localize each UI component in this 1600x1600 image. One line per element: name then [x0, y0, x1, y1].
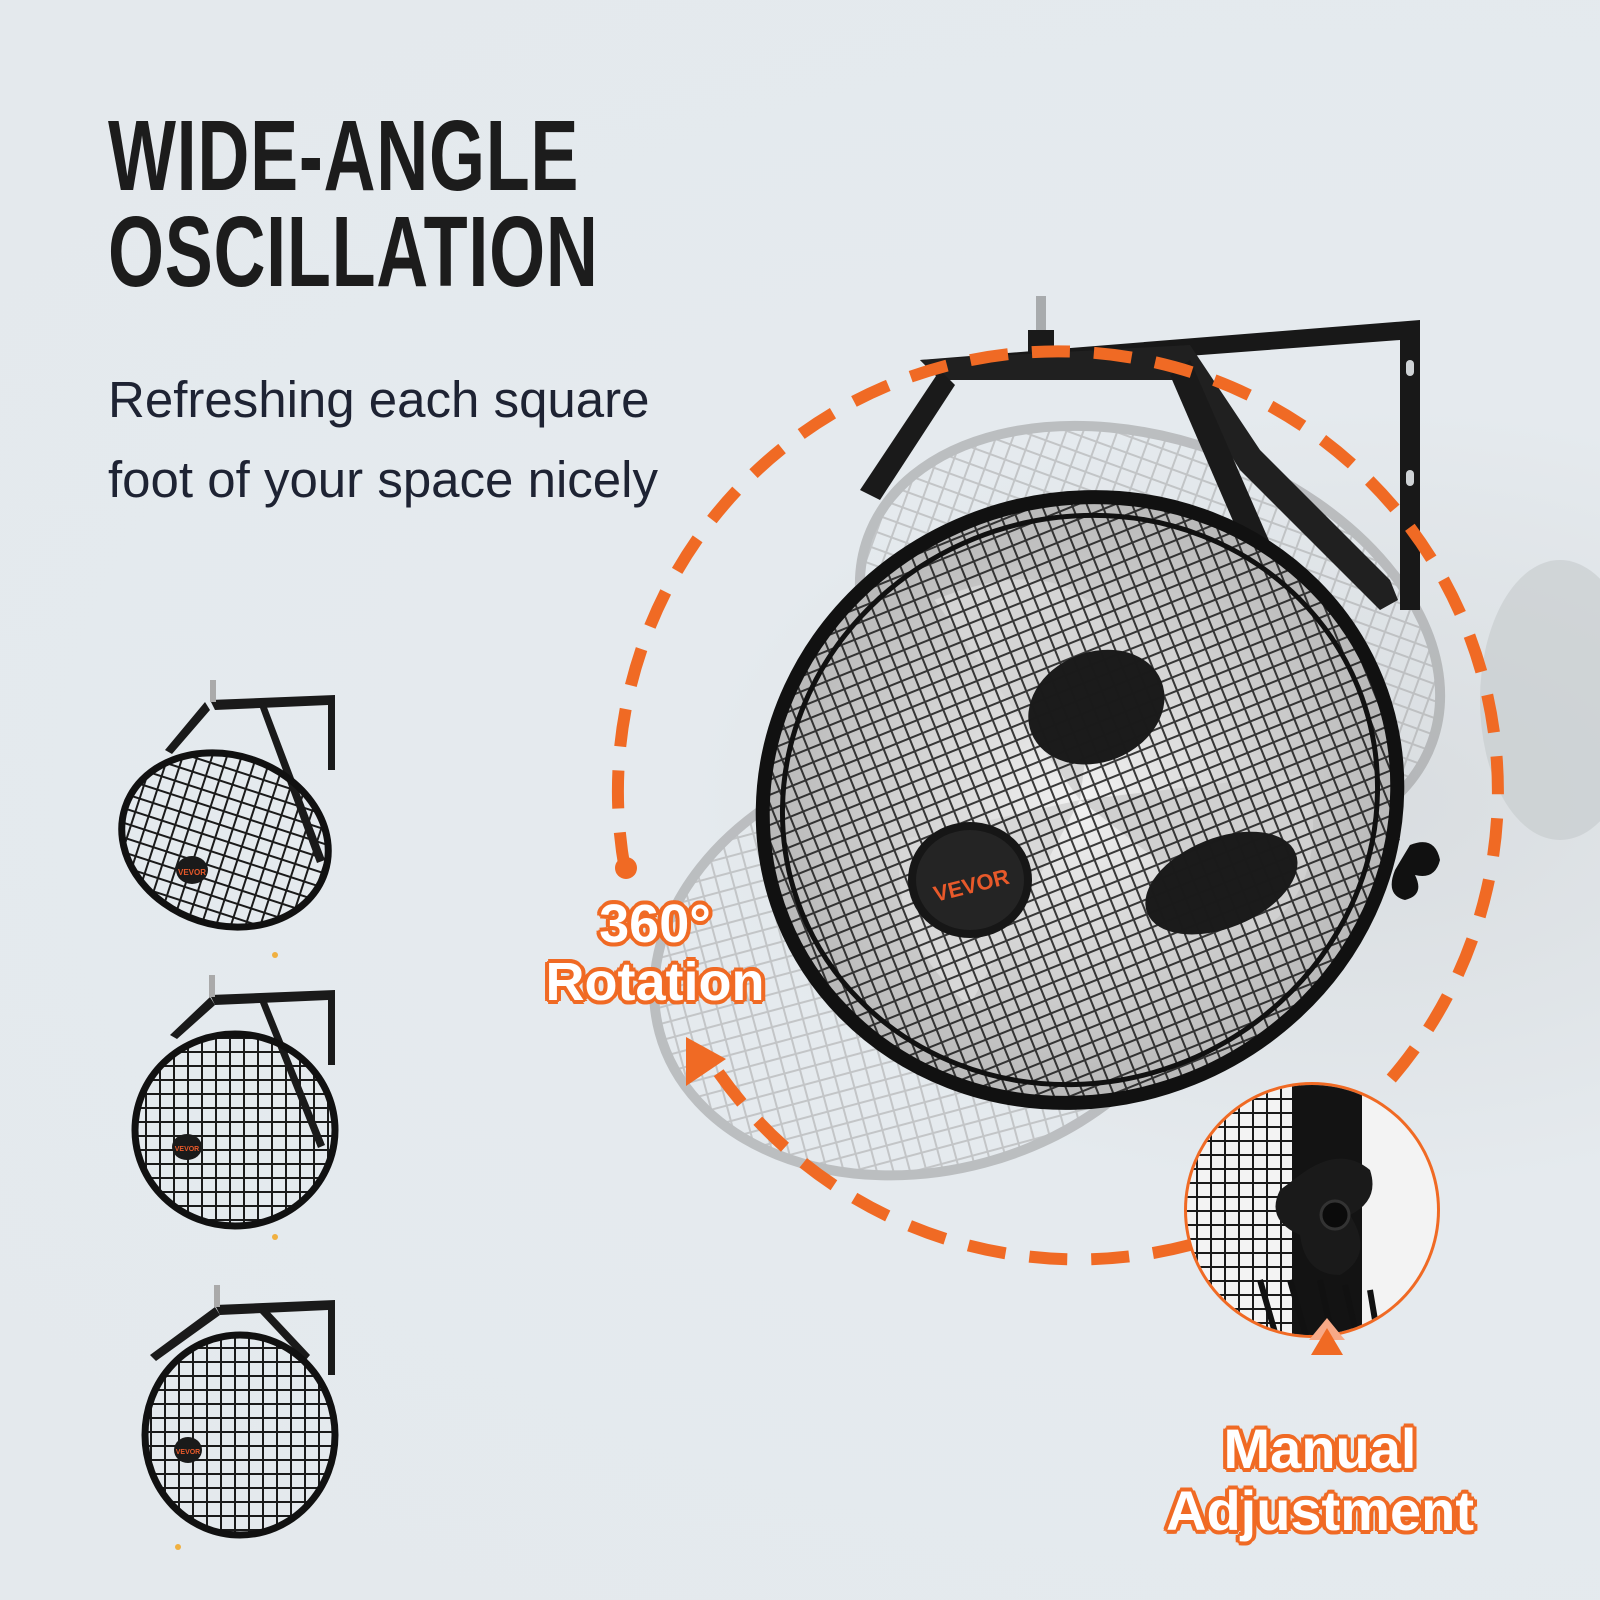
rotation-degrees: 360°	[599, 894, 711, 954]
side-knob-icon	[1391, 842, 1440, 900]
svg-text:VEVOR: VEVOR	[175, 1146, 200, 1153]
headline: WIDE-ANGLE OSCILLATION	[108, 106, 599, 302]
rotation-callout: 360° Rotation	[520, 895, 790, 1011]
thumbnail-fan-3: VEVOR	[141, 1285, 339, 1550]
rotation-start-dot	[615, 857, 637, 879]
svg-text:VEVOR: VEVOR	[178, 868, 206, 877]
headline-line-2: OSCILLATION	[108, 196, 599, 308]
subheadline-line-1: Refreshing each square	[108, 371, 650, 428]
thumbnail-fan-2: VEVOR	[131, 975, 339, 1240]
manual-adjustment-callout: Manual Adjustment	[1160, 1418, 1480, 1542]
manual-arrow-icon	[1311, 1328, 1343, 1355]
fan-hub-logo: VEVOR	[908, 822, 1032, 938]
main-fan	[755, 490, 1405, 1110]
knob-detail-zoom-circle	[1184, 1082, 1440, 1338]
thumbnail-fan-1: VEVOR	[118, 680, 335, 958]
rotation-arrow-icon	[686, 1037, 726, 1086]
adjustment-label: Adjustment	[1166, 1479, 1474, 1542]
wall-shadow	[1480, 560, 1600, 840]
headline-line-1: WIDE-ANGLE	[108, 100, 580, 212]
rotation-dashed-circle	[611, 345, 1504, 1084]
rotation-label: Rotation	[545, 952, 765, 1012]
manual-label: Manual	[1223, 1417, 1417, 1480]
subheadline-line-2: foot of your space nicely	[108, 451, 658, 508]
mount-bolt	[1036, 296, 1046, 346]
subheadline: Refreshing each square foot of your spac…	[108, 360, 658, 520]
svg-text:VEVOR: VEVOR	[176, 1449, 201, 1456]
